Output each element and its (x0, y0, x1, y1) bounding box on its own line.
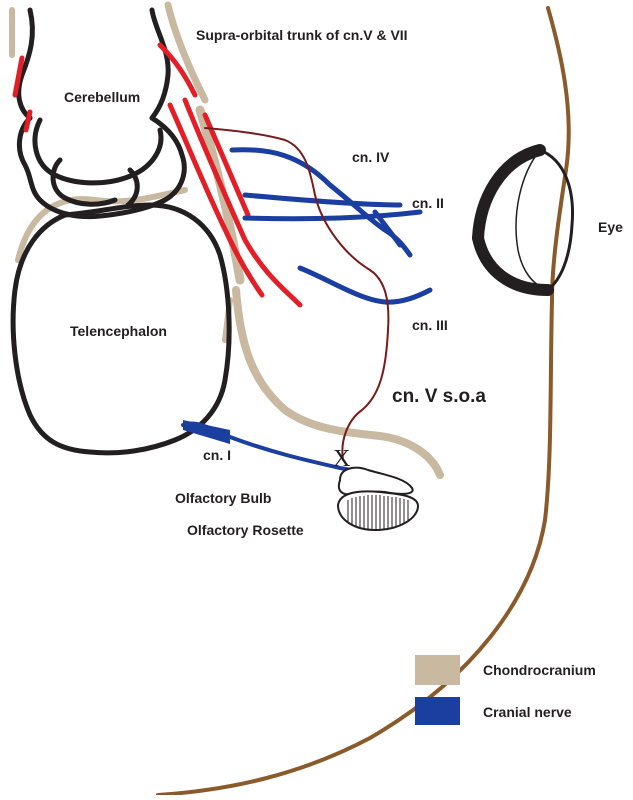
legend-swatch-cranial-nerve (415, 697, 460, 725)
label-supra-orbital: Supra-orbital trunk of cn.V & VII (196, 27, 408, 43)
legend-label-cranial-nerve: Cranial nerve (483, 704, 572, 720)
cn-i-root (183, 420, 230, 444)
legend-label-chondrocranium: Chondrocranium (483, 662, 596, 678)
label-cn-ii: cn. II (412, 195, 444, 211)
legend: Chondrocranium Cranial nerve (415, 655, 596, 725)
cn-ii-nerve-upper (245, 195, 400, 205)
label-cn-iv: cn. IV (352, 149, 390, 165)
cranial-nerves (232, 150, 430, 302)
x-mark: X (333, 446, 350, 472)
olfactory-rosette (338, 491, 418, 530)
label-eye: Eye (598, 219, 623, 235)
cn-ii-nerve-lower (245, 212, 420, 219)
label-cn-i: cn. I (203, 447, 231, 463)
label-telencephalon: Telencephalon (70, 323, 167, 339)
label-cn-v-soa: cn. V s.o.a (392, 386, 486, 407)
legend-swatch-chondrocranium (415, 655, 460, 685)
label-cerebellum: Cerebellum (64, 89, 140, 105)
cn-iii-nerve (300, 268, 430, 302)
label-cn-iii: cn. III (412, 317, 448, 333)
cerebellum (19, 10, 185, 217)
chondrocranium (12, 5, 440, 475)
label-olfactory-bulb: Olfactory Bulb (175, 490, 271, 506)
label-olfactory-rosette: Olfactory Rosette (187, 522, 304, 538)
